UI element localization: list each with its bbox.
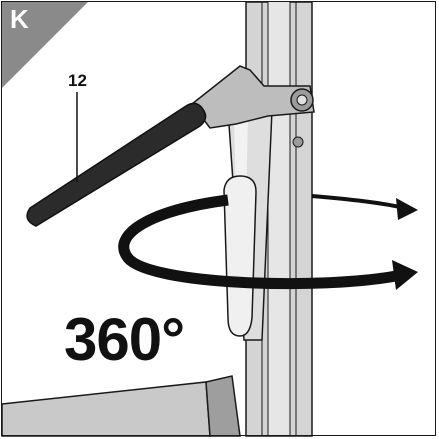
rotation-label: 360° bbox=[64, 306, 185, 373]
lever-handle bbox=[26, 102, 207, 227]
hinge-mount bbox=[190, 65, 315, 148]
step-letter: K bbox=[10, 4, 29, 34]
base-housing bbox=[1, 375, 241, 437]
callout-number: 12 bbox=[68, 71, 87, 90]
rotation-arrow-front bbox=[118, 194, 397, 290]
arrow-head-upper bbox=[396, 198, 418, 220]
step-badge bbox=[2, 2, 88, 88]
arrow-head-lower bbox=[392, 260, 418, 290]
